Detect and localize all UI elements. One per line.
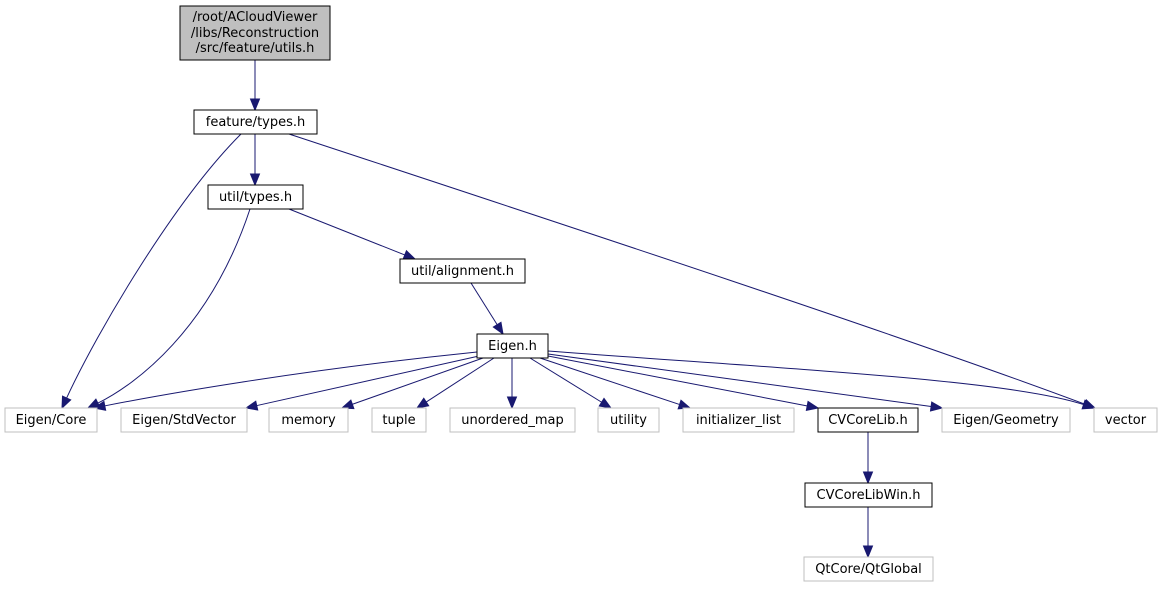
- edge-eigen-h-to-initializer-list: [539, 357, 692, 410]
- node-feature-types-h[interactable]: feature/types.h: [193, 109, 318, 135]
- node-feature-types-h-label: feature/types.h: [206, 115, 306, 130]
- node-cvcorelib-h-label: CVCoreLib.h: [828, 413, 908, 428]
- node-eigen-h[interactable]: Eigen.h: [476, 333, 549, 359]
- edge-line: [96, 208, 251, 405]
- edge-eigen-h-to-cvcorelib-h: [547, 355, 820, 411]
- node-qtcore-qtglobal: QtCore/QtGlobal: [803, 556, 934, 582]
- node-util-types-h[interactable]: util/types.h: [207, 184, 304, 210]
- edge-arrowhead: [862, 545, 874, 559]
- node-cvcorelib-h[interactable]: CVCoreLib.h: [817, 407, 919, 433]
- node-memory: memory: [268, 407, 349, 433]
- node-vector-label: vector: [1105, 413, 1147, 428]
- edges-layer: [61, 60, 1097, 559]
- node-initializer-list-label: initializer_list: [696, 413, 781, 428]
- edge-util-types-h-to-eigen-core: [86, 208, 251, 409]
- edge-line: [547, 355, 809, 407]
- node-eigen-stdvector: Eigen/StdVector: [120, 407, 248, 433]
- node-util-alignment-h-label: util/alignment.h: [411, 264, 514, 279]
- edge-cvcorelibwin-h-to-qtcore-qtglobal: [862, 507, 874, 559]
- edge-line: [288, 133, 1086, 405]
- node-eigen-stdvector-label: Eigen/StdVector: [132, 413, 236, 428]
- edge-line: [288, 208, 406, 256]
- node-utils-h-line-1: /root/ACloudViewer: [193, 10, 318, 25]
- node-utility-label: utility: [610, 413, 647, 428]
- edge-eigen-h-to-vector: [547, 350, 1096, 410]
- node-memory-label: memory: [281, 413, 336, 428]
- node-eigen-geometry-label: Eigen/Geometry: [953, 413, 1059, 428]
- edge-line: [425, 357, 495, 403]
- edge-line: [351, 357, 484, 406]
- edge-line: [547, 353, 933, 408]
- edge-eigen-h-to-eigen-stdvector: [244, 355, 480, 411]
- edge-arrowhead: [929, 401, 944, 412]
- node-cvcorelibwin-h[interactable]: CVCoreLibWin.h: [804, 482, 933, 508]
- edge-utils-h-to-feature-types-h: [249, 60, 261, 112]
- edge-feature-types-h-to-eigen-core: [61, 133, 242, 410]
- edge-line: [103, 351, 478, 407]
- node-utils-h-line-3: /src/feature/utils.h: [196, 41, 315, 56]
- edge-eigen-h-to-utility: [529, 357, 613, 409]
- edge-eigen-h-to-unordered-map: [506, 358, 518, 410]
- edge-cvcorelib-h-to-cvcorelibwin-h: [862, 432, 874, 485]
- edge-arrowhead: [402, 249, 417, 260]
- edge-arrowhead: [862, 471, 874, 485]
- edge-eigen-h-to-eigen-core: [92, 351, 478, 411]
- edge-arrowhead: [492, 321, 504, 336]
- edge-line: [65, 133, 242, 400]
- node-initializer-list: initializer_list: [682, 407, 795, 433]
- node-utility: utility: [597, 407, 660, 433]
- edge-line: [529, 357, 603, 404]
- node-unordered-map-label: unordered_map: [461, 413, 564, 428]
- node-eigen-core: Eigen/Core: [4, 407, 98, 433]
- edge-arrowhead: [506, 396, 518, 410]
- edge-arrowhead: [249, 98, 261, 112]
- edge-line: [470, 282, 499, 326]
- edge-line: [255, 355, 480, 407]
- edge-arrowhead: [61, 395, 72, 410]
- node-eigen-h-label: Eigen.h: [488, 339, 537, 354]
- edge-util-types-h-to-util-alignment-h: [288, 208, 417, 260]
- node-tuple: tuple: [371, 407, 427, 433]
- edge-line: [547, 350, 1085, 406]
- edge-arrowhead: [598, 397, 613, 409]
- node-eigen-core-label: Eigen/Core: [16, 413, 87, 428]
- node-vector: vector: [1093, 407, 1158, 433]
- node-cvcorelibwin-h-label: CVCoreLibWin.h: [817, 488, 921, 503]
- node-utils-h-line-2: /libs/Reconstruction: [191, 26, 319, 41]
- edge-eigen-h-to-eigen-geometry: [547, 353, 944, 412]
- node-util-types-h-label: util/types.h: [219, 190, 292, 205]
- edge-arrowhead: [249, 173, 261, 187]
- node-tuple-label: tuple: [382, 413, 415, 428]
- edge-eigen-h-to-memory: [340, 357, 484, 410]
- node-qtcore-qtglobal-label: QtCore/QtGlobal: [815, 562, 922, 577]
- node-utils-h[interactable]: /root/ACloudViewer /libs/Reconstruction …: [179, 5, 331, 61]
- edge-arrowhead: [1081, 399, 1096, 410]
- edge-util-alignment-h-to-eigen-h: [470, 282, 504, 336]
- edge-arrowhead: [415, 397, 430, 409]
- edge-arrowhead: [805, 400, 820, 411]
- edge-eigen-h-to-tuple: [415, 357, 495, 409]
- edge-line: [539, 357, 681, 406]
- node-util-alignment-h[interactable]: util/alignment.h: [399, 258, 526, 284]
- node-unordered-map: unordered_map: [449, 407, 576, 433]
- edge-feature-types-h-to-util-types-h: [249, 134, 261, 187]
- edge-arrowhead: [340, 399, 355, 410]
- node-eigen-geometry: Eigen/Geometry: [941, 407, 1071, 433]
- edge-arrowhead: [244, 400, 259, 411]
